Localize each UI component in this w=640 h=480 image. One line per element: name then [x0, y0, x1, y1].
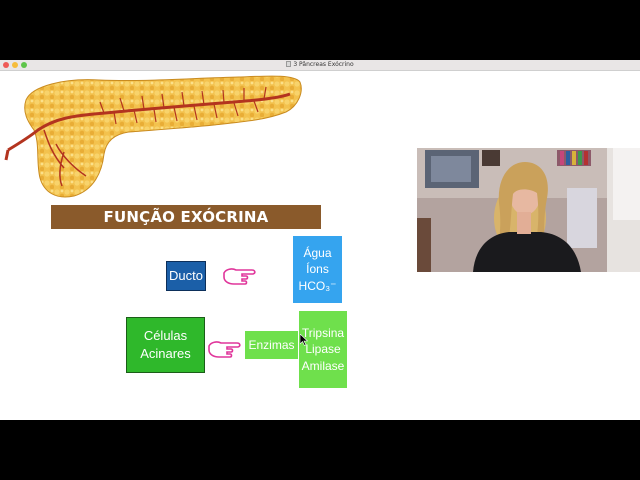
celulas-label: Células — [144, 327, 187, 345]
presentation-window: 3 Pâncreas Exócrino FUNÇÃO EXÓCRINA PANC… — [0, 60, 640, 420]
window-title: 3 Pâncreas Exócrino — [0, 60, 640, 70]
pointing-hand-icon — [222, 265, 258, 287]
slide-heading: FUNÇÃO EXÓCRINA PANCREÁTICA — [51, 205, 321, 229]
pancreas-illustration — [4, 72, 304, 200]
ducto-box: Ducto — [166, 261, 206, 291]
enzymes-box: Enzimas — [245, 331, 298, 359]
enzimas-label: Enzimas — [248, 337, 294, 353]
tripsina-label: Tripsina — [302, 325, 344, 341]
bicarbonate-label: HCO₃⁻ — [299, 278, 337, 294]
title-bar[interactable]: 3 Pâncreas Exócrino — [0, 60, 640, 71]
document-icon — [286, 61, 291, 67]
mouse-cursor-icon — [300, 334, 308, 346]
ducto-label: Ducto — [169, 267, 203, 285]
water-ions-box: Água Íons HCO₃⁻ — [293, 236, 342, 303]
acinares-label: Acinares — [140, 345, 191, 363]
agua-label: Água — [303, 245, 331, 261]
pointing-hand-icon — [207, 338, 243, 360]
lipase-label: Lipase — [305, 341, 340, 357]
ions-label: Íons — [306, 261, 329, 277]
webcam-video — [417, 148, 640, 272]
amilase-label: Amilase — [302, 358, 345, 374]
acinar-cells-box: Células Acinares — [126, 317, 205, 373]
enzyme-list-box: Tripsina Lipase Amilase — [299, 311, 347, 388]
